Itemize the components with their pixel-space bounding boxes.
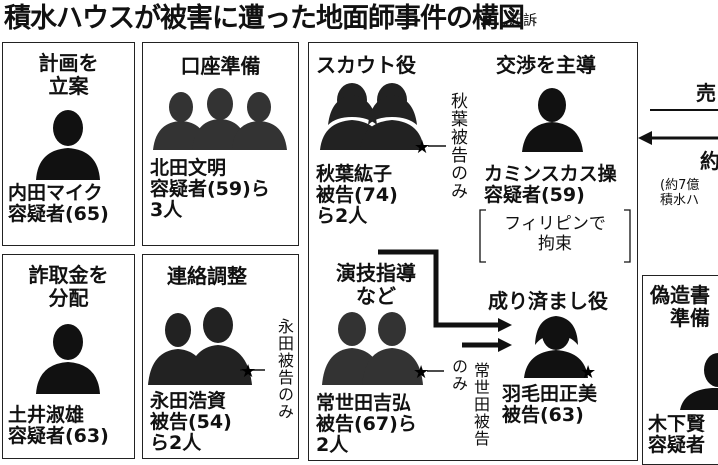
person-pair-icon [148,307,252,385]
indictment-note: 常世田被告 [471,362,490,447]
legend-text: …起訴 [495,13,538,29]
suspect-name: カミンスカス操容疑者(59) [484,163,617,206]
role-label: 口座準備 [180,54,261,78]
amount-label: 約 [700,149,718,173]
indictment-note: 永田被告のみ [275,318,294,420]
person-pair-icon [320,83,424,150]
person-silhouette-icon [524,316,588,378]
person-silhouette-icon [36,110,100,180]
person-pair-icon [322,312,423,385]
indicted-star-icon: ★ [240,361,256,382]
indictment-note: のみ [449,358,468,392]
role-label: 偽造書準備 [650,283,710,330]
role-label: スカウト役 [316,53,416,77]
role-label: 計画を立案 [38,51,99,98]
indictment-note: 秋葉被告のみ [447,92,467,200]
indicted-star-icon: ★ [413,362,429,383]
indicted-star-icon: ★ [414,137,430,158]
suspect-name: 土井淑雄容疑者(63) [8,404,109,447]
legend-star-icon: ★ [478,11,495,32]
person-silhouette-icon [522,88,583,152]
suspect-name: 木下賢容疑者 [648,413,706,456]
defendant-name: 羽毛田正美被告(63) [502,383,598,426]
diagram-title: 積水ハウスが被害に遭った地面師事件の構図 [4,3,525,34]
role-label: 連絡調整 [167,264,247,288]
person-group-icon [153,88,287,150]
person-silhouette-icon [36,324,100,394]
role-label: 演技指導など [336,261,416,308]
sale-label: 売 [696,81,716,105]
role-label: 成り済まし役 [488,289,608,313]
role-label: 交渉を主導 [496,53,596,77]
role-label: 詐取金を分配 [28,263,109,310]
defendant-name: 秋葉紘子被告(74)ら2人 [316,163,398,227]
detention-note: フィリピンで拘束 [504,214,606,254]
suspect-name: 永田浩資被告(54)ら2人 [150,390,232,454]
suspect-name: 内田マイク容疑者(65) [8,182,109,225]
indicted-star-icon: ★ [580,362,596,383]
legend: ★…起訴 [478,10,537,32]
amount-note: (約7億積水ハ [660,178,700,208]
person-silhouette-icon [680,353,718,410]
